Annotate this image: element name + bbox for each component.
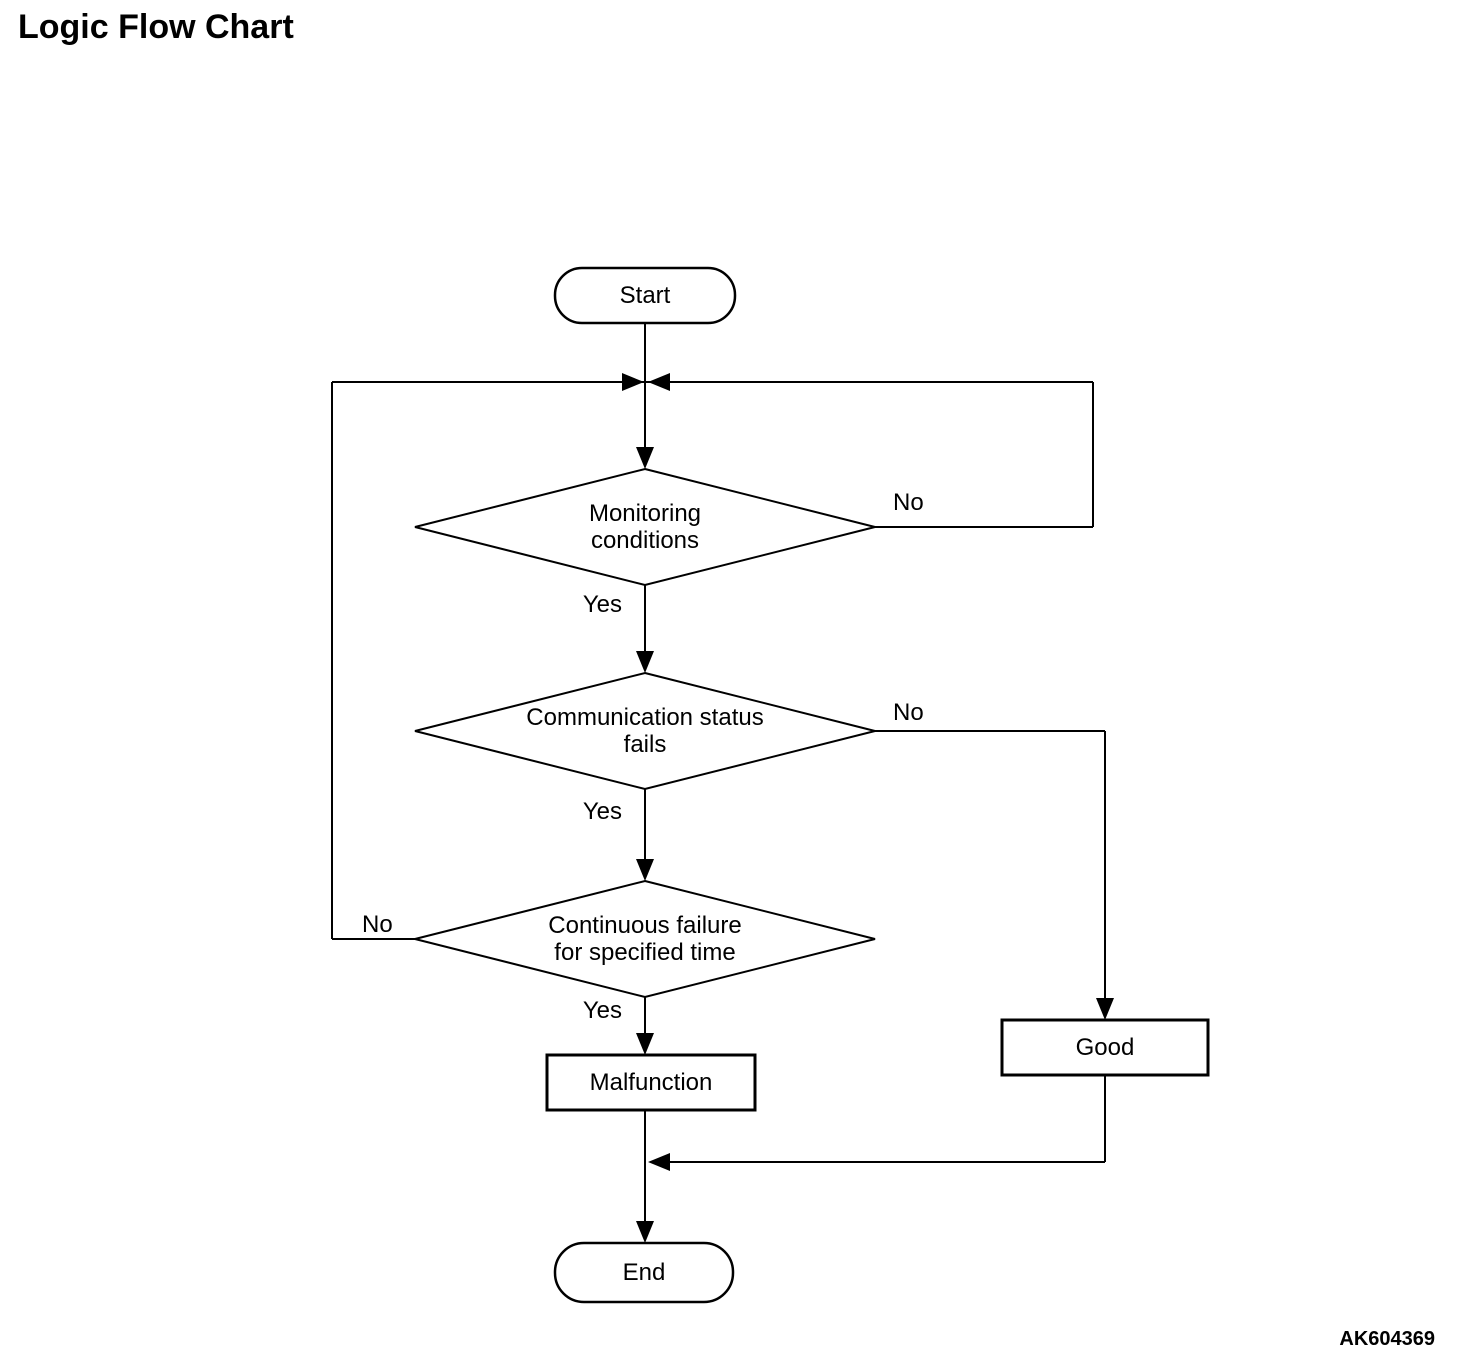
comm-status-decision-shape <box>414 671 876 791</box>
arrowhead-left-loop-junction <box>622 373 644 391</box>
continuous-no-label: No <box>362 911 393 938</box>
arrowhead-right-loop-junction <box>648 373 670 391</box>
good-node-label: Good <box>1002 1020 1208 1075</box>
arrowhead-good-merge <box>648 1153 670 1171</box>
malfunction-label-text: Malfunction <box>589 1069 713 1096</box>
malfunction-process-shape <box>545 1053 757 1112</box>
comm-status-label-line2: fails <box>623 731 667 758</box>
monitoring-label-line1: Monitoring <box>588 500 702 527</box>
start-terminator-shape <box>553 266 737 325</box>
comm-no-label: No <box>893 699 924 726</box>
continuous-failure-decision-shape <box>414 879 876 999</box>
arrowhead-into-continuous-failure <box>636 859 654 881</box>
continuous-failure-label-line1: Continuous failure <box>548 912 742 939</box>
comm-status-label-line1: Communication status <box>526 704 764 731</box>
end-node-label: End <box>555 1243 733 1302</box>
arrowhead-into-end <box>636 1221 654 1243</box>
monitoring-yes-label: Yes <box>582 591 622 618</box>
start-label-text: Start <box>619 282 671 309</box>
monitoring-no-label: No <box>893 489 924 516</box>
flowchart-shapes <box>414 266 1210 1304</box>
monitoring-decision-shape <box>414 467 876 587</box>
arrowhead-into-good <box>1096 998 1114 1020</box>
malfunction-node-label: Malfunction <box>547 1055 755 1110</box>
end-terminator-shape <box>553 1241 735 1304</box>
figure-code: AK604369 <box>1339 1328 1435 1350</box>
comm-yes-label: Yes <box>582 798 622 825</box>
good-process-shape <box>1000 1018 1210 1077</box>
continuous-failure-label-line2: for specified time <box>554 939 736 966</box>
start-node-label: Start <box>555 268 735 323</box>
good-label-text: Good <box>1075 1034 1135 1061</box>
continuous-failure-node-label: Continuous failure for specified time <box>415 881 875 997</box>
monitoring-label-line2: conditions <box>590 527 700 554</box>
monitoring-node-label: Monitoring conditions <box>415 469 875 585</box>
continuous-yes-label: Yes <box>582 997 622 1024</box>
comm-status-node-label: Communication status fails <box>415 673 875 789</box>
arrowhead-into-monitoring <box>636 447 654 469</box>
arrowhead-into-malfunction <box>636 1033 654 1055</box>
flowchart-arrowheads <box>622 373 1114 1243</box>
page-title: Logic Flow Chart <box>18 8 294 46</box>
arrowhead-into-comm-status <box>636 651 654 673</box>
flowchart-edges <box>331 323 1106 1222</box>
end-label-text: End <box>622 1259 666 1286</box>
